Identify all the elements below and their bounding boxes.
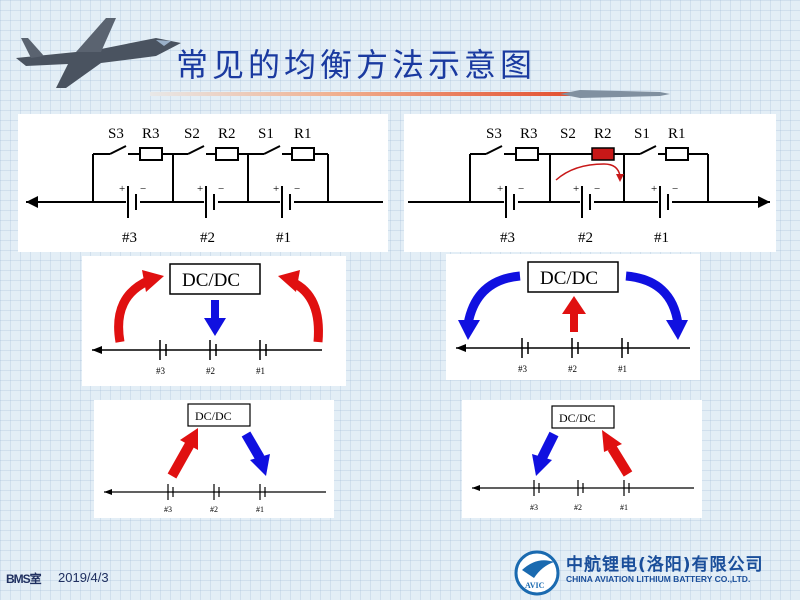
resistor-label-r3: R3	[520, 126, 538, 142]
missile-icon	[560, 90, 670, 98]
cell-label-3: #3	[156, 366, 166, 376]
switch-label-s1: S1	[634, 126, 650, 142]
minus-sign: −	[218, 183, 224, 195]
plus-sign: +	[197, 183, 203, 195]
plus-sign: +	[273, 183, 279, 195]
switch-label-s2: S2	[560, 126, 576, 142]
resistor-label-r1: R1	[668, 126, 686, 142]
cell-label-3: #3	[530, 503, 538, 512]
slide-title: 常见的均衡方法示意图	[176, 46, 537, 84]
blue-arrow	[463, 271, 521, 325]
cell-label-2: #2	[574, 503, 582, 512]
dcdc-pack-to-cell-panel: DC/DC #3 #2 #1	[82, 256, 346, 386]
blue-arrow	[241, 431, 265, 461]
cell-label-1: #1	[654, 230, 669, 246]
dcdc-cell-to-pack-panel: DC/DC #3 #2 #1	[446, 254, 700, 380]
switch-label-s3: S3	[486, 126, 502, 142]
dcdc-cell-to-cell-panel-left: DC/DC #3 #2 #1	[94, 400, 334, 518]
logo-text: AVIC	[525, 581, 545, 590]
avic-logo-icon: AVIC	[514, 550, 560, 596]
plus-sign: +	[651, 183, 657, 195]
blue-arrow	[625, 271, 683, 325]
cell-label-1: #1	[276, 230, 291, 246]
plus-sign: +	[119, 183, 125, 195]
plus-sign: +	[497, 183, 503, 195]
cell-label-2: #2	[206, 366, 215, 376]
red-arrow	[114, 275, 152, 343]
red-arrow	[167, 441, 195, 479]
cell-label-1: #1	[256, 505, 264, 514]
title-underline	[150, 92, 610, 96]
minus-sign: −	[594, 183, 600, 195]
resistor-label-r2: R2	[594, 126, 612, 142]
cell-label-2: #2	[200, 230, 215, 246]
dcdc-label: DC/DC	[540, 268, 598, 289]
dcdc-cell-to-cell-panel-right: DC/DC #3 #2 #1	[462, 400, 702, 518]
cell-label-3: #3	[164, 505, 172, 514]
passive-balancing-active-panel: S3 R3 S2 R2 S1 R1 #3 #2 #1 + − + − + −	[404, 114, 776, 252]
cell-label-3: #3	[122, 230, 137, 246]
minus-sign: −	[140, 183, 146, 195]
switch-label-s2: S2	[184, 126, 200, 142]
minus-sign: −	[518, 183, 524, 195]
footer-department-mark: BMS室	[6, 572, 42, 586]
discharge-current-arrow	[555, 163, 621, 181]
dcdc-label: DC/DC	[195, 409, 232, 423]
cell-label-3: #3	[518, 364, 528, 374]
resistor-label-r1: R1	[294, 126, 312, 142]
cell-label-1: #1	[256, 366, 265, 376]
resistor-label-r2: R2	[218, 126, 236, 142]
resistor-label-r3: R3	[142, 126, 160, 142]
dcdc-label: DC/DC	[559, 411, 596, 425]
blue-arrow	[537, 431, 559, 461]
active-resistor-r2	[591, 147, 615, 161]
company-name-cn: 中航锂电(洛阳)有限公司	[566, 555, 764, 575]
company-name-en: CHINA AVIATION LITHIUM BATTERY CO.,LTD.	[566, 574, 751, 584]
fighter-jet-icon	[16, 18, 181, 88]
slide-date: 2019/4/3	[58, 570, 109, 585]
cell-label-2: #2	[568, 364, 577, 374]
switch-label-s1: S1	[258, 126, 274, 142]
cell-label-2: #2	[578, 230, 593, 246]
cell-label-2: #2	[210, 505, 218, 514]
dcdc-label: DC/DC	[182, 270, 240, 291]
plus-sign: +	[573, 183, 579, 195]
switch-label-s3: S3	[108, 126, 124, 142]
cell-label-1: #1	[618, 364, 627, 374]
red-arrow	[607, 445, 633, 477]
minus-sign: −	[672, 183, 678, 195]
cell-label-1: #1	[620, 503, 628, 512]
passive-balancing-panel: S3 R3 S2 R2 S1 R1 #3 #2 #1 + − + − + −	[18, 114, 388, 252]
minus-sign: −	[294, 183, 300, 195]
cell-label-3: #3	[500, 230, 515, 246]
